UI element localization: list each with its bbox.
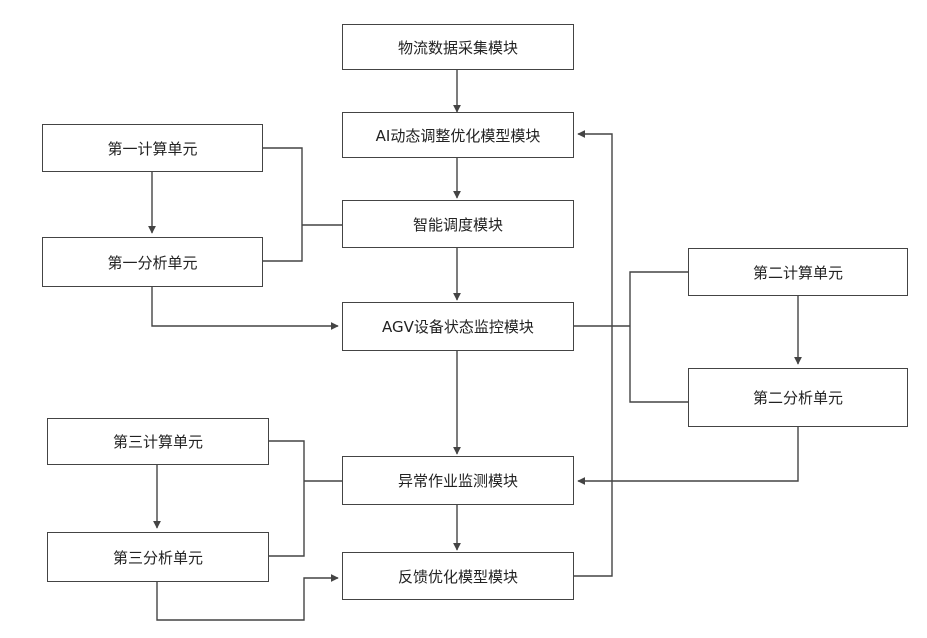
ai-optimization-model-module: AI动态调整优化模型模块	[342, 112, 574, 158]
second-calculation-unit: 第二计算单元	[688, 248, 908, 296]
second-analysis-unit: 第二分析单元	[688, 368, 908, 427]
anomaly-detection-module: 异常作业监测模块	[342, 456, 574, 505]
third-calculation-unit: 第三计算单元	[47, 418, 269, 465]
agv-status-monitoring-module: AGV设备状态监控模块	[342, 302, 574, 351]
intelligent-scheduling-module: 智能调度模块	[342, 200, 574, 248]
first-analysis-unit: 第一分析单元	[42, 237, 263, 287]
line-third-units-bracket	[269, 441, 304, 556]
line-first-units-bracket	[263, 148, 302, 261]
logistics-data-collection-module: 物流数据采集模块	[342, 24, 574, 70]
first-calculation-unit: 第一计算单元	[42, 124, 263, 172]
arrow-second-analysis-to-anomaly	[578, 427, 798, 481]
arrow-first-analysis-to-agv	[152, 287, 338, 326]
feedback-optimization-module: 反馈优化模型模块	[342, 552, 574, 600]
line-second-units-bracket	[630, 272, 688, 402]
arrow-feedback-to-ai	[574, 134, 612, 576]
arrow-third-analysis-to-feedback	[157, 578, 338, 620]
third-analysis-unit: 第三分析单元	[47, 532, 269, 582]
